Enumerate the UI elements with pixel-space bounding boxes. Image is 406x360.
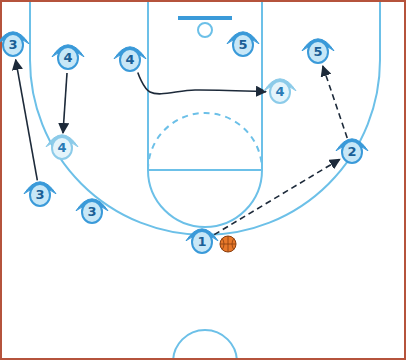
player-number: 3 [2, 37, 24, 53]
player-number: 5 [307, 44, 329, 60]
center-circle [173, 330, 237, 360]
player-number: 2 [341, 144, 363, 160]
cut-arrow [138, 72, 266, 93]
lane-line [147, 0, 149, 170]
free-throw-line [148, 169, 262, 171]
player-number: 1 [191, 234, 213, 250]
rim [198, 23, 212, 37]
player-marker: 4 [119, 48, 141, 72]
player-marker: 4 [57, 46, 79, 70]
player-marker: 3 [2, 33, 24, 57]
player-marker: 4 [51, 136, 73, 160]
player-marker: 5 [232, 33, 254, 57]
cut-arrow [63, 73, 67, 133]
pass-arrow [214, 159, 340, 234]
lane-line [261, 0, 263, 170]
free-throw-circle-dashed [148, 113, 262, 170]
player-number: 4 [51, 140, 73, 156]
free-throw-circle [148, 170, 262, 227]
basketball [220, 236, 236, 252]
player-number: 3 [29, 187, 51, 203]
player-marker: 1 [191, 230, 213, 254]
pass-arrow [323, 66, 347, 138]
backboard [178, 16, 232, 20]
player-number: 4 [269, 84, 291, 100]
player-marker: 5 [307, 40, 329, 64]
player-number: 3 [81, 204, 103, 220]
three-point-line [30, 0, 380, 235]
player-number: 5 [232, 37, 254, 53]
player-marker: 3 [81, 200, 103, 224]
player-marker: 2 [341, 140, 363, 164]
player-number: 4 [57, 50, 79, 66]
player-number: 4 [119, 52, 141, 68]
cut-arrow [16, 60, 38, 181]
player-marker: 4 [269, 80, 291, 104]
player-marker: 3 [29, 183, 51, 207]
